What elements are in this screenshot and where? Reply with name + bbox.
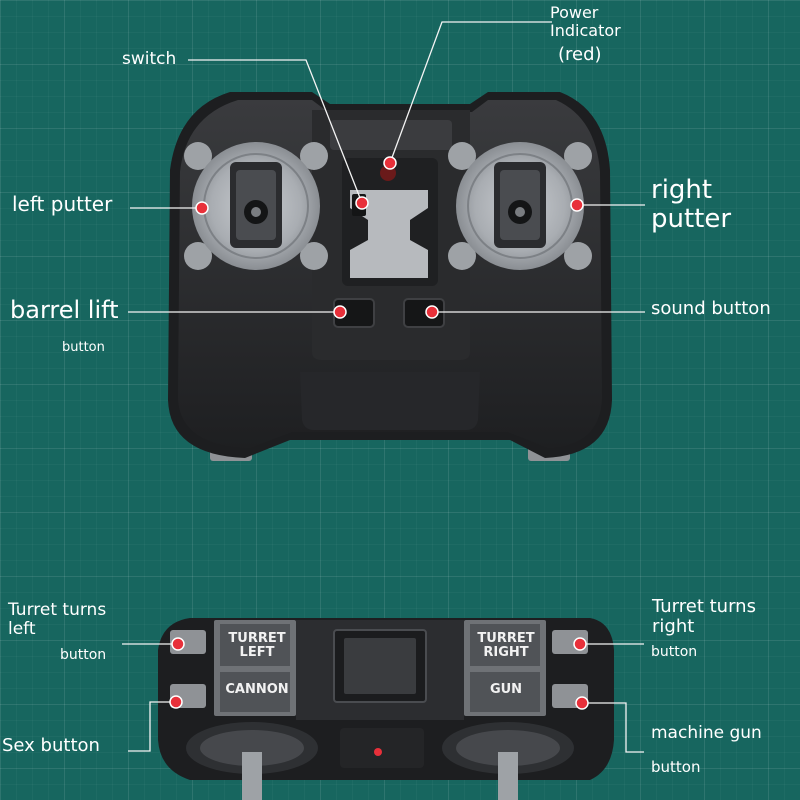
label-power-indicator-text: Power Indicator	[550, 3, 621, 41]
label-machine-gun-sub: button	[651, 758, 701, 776]
marker-barrel	[333, 305, 347, 319]
turret-left-button-text: TURRET LEFT	[228, 631, 286, 660]
label-left-putter: left putter	[12, 192, 113, 216]
label-turret-right-sub: button	[651, 644, 698, 660]
marker-turret-left	[171, 637, 185, 651]
cannon-button-text: CANNON	[225, 682, 289, 697]
marker-turret-right	[573, 637, 587, 651]
leader-switch	[188, 59, 363, 204]
controller-front	[168, 92, 612, 461]
leader-power	[389, 21, 552, 164]
label-switch: switch	[122, 49, 177, 69]
label-sound-button: sound button	[651, 298, 771, 319]
marker-left-putter	[195, 201, 209, 215]
controller-top-view	[158, 618, 614, 800]
marker-switch	[355, 196, 369, 210]
label-machine-gun: machine gun	[651, 723, 762, 743]
label-turret-right: Turret turns right	[652, 596, 756, 638]
label-sex-button: Sex button	[2, 735, 100, 756]
turret-right-button-text: TURRET RIGHT	[477, 631, 535, 660]
marker-power	[383, 156, 397, 170]
label-turret-left: Turret turns left	[8, 600, 107, 640]
marker-sound	[425, 305, 439, 319]
gun-button-text: GUN	[489, 682, 523, 697]
marker-machine-gun	[575, 696, 589, 710]
leader-machine-gun	[582, 702, 644, 753]
label-turret-left-sub: button	[60, 647, 107, 663]
label-barrel-lift-sub: button	[62, 340, 105, 355]
marker-right-putter	[570, 198, 584, 212]
label-power-indicator: Power Indicator (red)	[550, 3, 621, 65]
leader-sex	[128, 701, 176, 752]
label-barrel-lift: barrel lift	[10, 296, 119, 324]
markers	[169, 156, 589, 710]
label-power-indicator-red: (red)	[558, 43, 602, 65]
leader-lines	[122, 21, 645, 753]
marker-sex	[169, 695, 183, 709]
label-right-putter: right putter	[651, 175, 732, 234]
